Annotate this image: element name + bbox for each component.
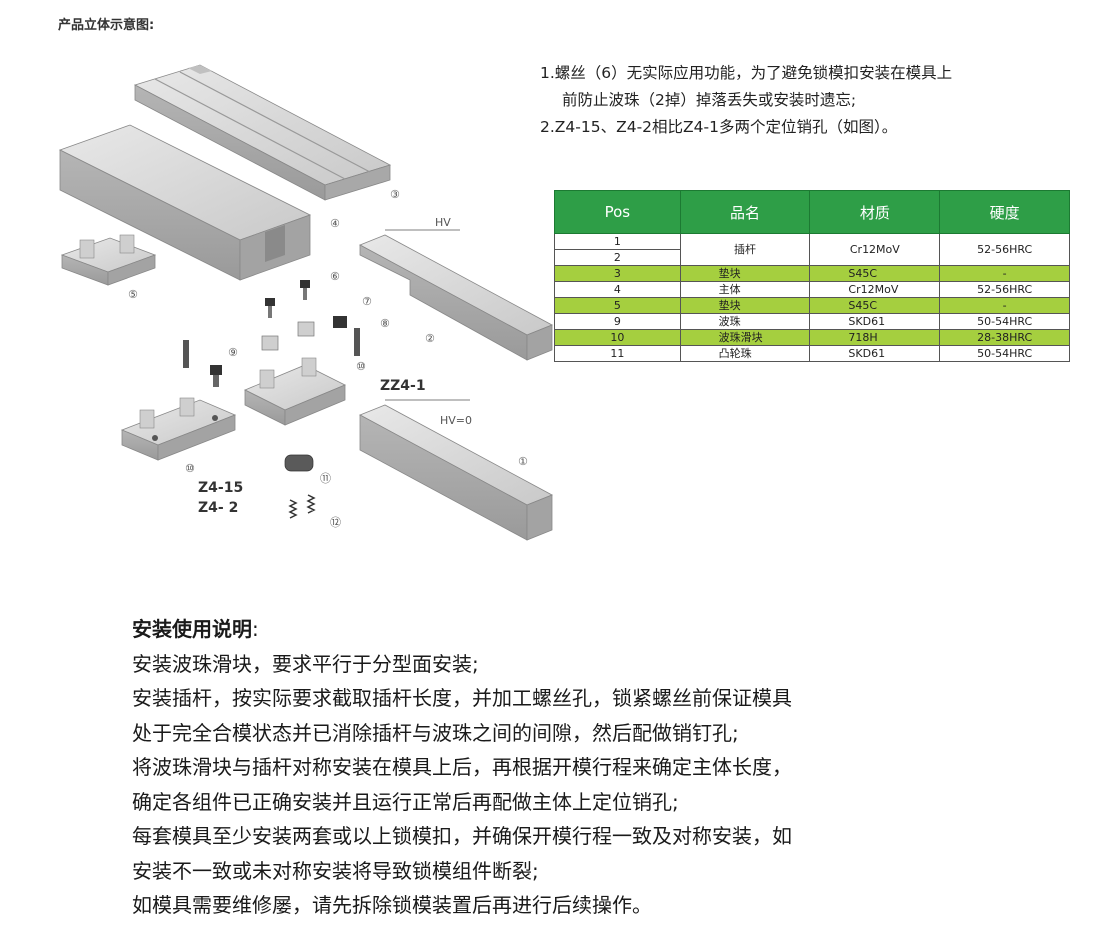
cell-pos: 3 bbox=[554, 265, 681, 282]
cell-name: 凸轮珠 bbox=[679, 345, 811, 362]
callout-7: ⑦ bbox=[362, 295, 372, 308]
callout-9: ⑨ bbox=[228, 346, 238, 359]
label-z42: Z4- 2 bbox=[198, 500, 238, 516]
cell-material: SKD61 bbox=[809, 313, 941, 330]
install-line-4: 将波珠滑块与插杆对称安装在模具上后，再根据开模行程来确定主体长度， bbox=[132, 755, 792, 779]
table-row: 11 凸轮珠 SKD61 50-54HRC bbox=[554, 345, 1070, 362]
callout-12: ⑫ bbox=[330, 516, 341, 529]
install-title: 安装使用说明 bbox=[132, 617, 252, 641]
cell-name: 插杆 bbox=[679, 233, 811, 266]
cell-material: SKD61 bbox=[809, 345, 941, 362]
cell-pos: 5 bbox=[554, 297, 681, 314]
cell-pos: 10 bbox=[554, 329, 681, 346]
callout-10a: ⑩ bbox=[356, 360, 366, 373]
table-row: 10 波珠滑块 718H 28-38HRC bbox=[554, 329, 1070, 346]
cell-pos: 1 bbox=[554, 233, 681, 250]
install-line-6: 每套模具至少安装两套或以上锁模扣，并确保开模行程一致及对称安装，如 bbox=[132, 824, 792, 848]
cell-name: 垫块 bbox=[679, 265, 811, 282]
part-11-cam-ball bbox=[284, 454, 314, 472]
cell-hardness: - bbox=[939, 265, 1070, 282]
cell-hardness: 50-54HRC bbox=[939, 313, 1070, 330]
table-row: 9 波珠 SKD61 50-54HRC bbox=[554, 313, 1070, 330]
cell-hardness: - bbox=[939, 297, 1070, 314]
callout-3: ③ bbox=[390, 188, 400, 201]
cell-hardness: 50-54HRC bbox=[939, 345, 1070, 362]
spec-table: Pos 品名 材质 硬度 1 插杆 Cr12MoV 52-56HRC 2 3 垫… bbox=[554, 190, 1070, 362]
install-instructions: 安装使用说明: 安装波珠滑块，要求平行于分型面安装; 安装插杆，按实际要求截取插… bbox=[132, 612, 1032, 923]
note-line-1: 1.螺丝（6）无实际应用功能，为了避免锁模扣安装在模具上 bbox=[540, 64, 953, 82]
cell-pos: 11 bbox=[554, 345, 681, 362]
install-line-7: 安装不一致或未对称安装将导致锁模组件断裂; bbox=[132, 858, 539, 883]
part-1-rod bbox=[359, 399, 553, 541]
part-9-ball-blocks bbox=[261, 321, 315, 351]
table-row: 4 主体 Cr12MoV 52-56HRC bbox=[554, 281, 1070, 298]
part-3-rail bbox=[133, 64, 392, 201]
cell-name: 主体 bbox=[679, 281, 811, 298]
label-hv0: HV=0 bbox=[440, 414, 472, 427]
cell-hardness: 28-38HRC bbox=[939, 329, 1070, 346]
section-title: 产品立体示意图: bbox=[58, 18, 155, 33]
cell-pos: 4 bbox=[554, 281, 681, 298]
cell-name: 波珠 bbox=[679, 313, 811, 330]
install-line-2: 安装插杆，按实际要求截取插杆长度，并加工螺丝孔，锁紧螺丝前保证模具 bbox=[132, 686, 792, 710]
callout-6: ⑥ bbox=[330, 270, 340, 283]
cell-material: S45C bbox=[809, 297, 941, 314]
cell-material: 718H bbox=[809, 329, 941, 346]
callout-5: ⑤ bbox=[128, 288, 138, 301]
cell-material: Cr12MoV bbox=[809, 281, 941, 298]
install-line-3: 处于完全合模状态并已消除插杆与波珠之间的间隙，然后配做销钉孔; bbox=[132, 720, 739, 745]
cell-name: 垫块 bbox=[679, 297, 811, 314]
cell-hardness: 52-56HRC bbox=[939, 281, 1070, 298]
header-material: 材质 bbox=[809, 190, 941, 234]
cell-hardness: 52-56HRC bbox=[939, 233, 1070, 266]
cell-pos: 9 bbox=[554, 313, 681, 330]
label-zz41: ZZ4-1 bbox=[380, 378, 426, 394]
notes: 1.螺丝（6）无实际应用功能，为了避免锁模扣安装在模具上 前防止波珠（2掉）掉落… bbox=[540, 60, 1090, 141]
screw-icons bbox=[183, 280, 360, 387]
part-4-main-body bbox=[58, 124, 312, 281]
header-name: 品名 bbox=[679, 190, 811, 234]
part-10-slider-z415 bbox=[120, 397, 237, 461]
label-hv: HV bbox=[435, 216, 451, 229]
cell-name: 波珠滑块 bbox=[679, 329, 811, 346]
install-title-line: 安装使用说明: bbox=[132, 612, 1032, 647]
install-line-5: 确定各组件已正确安装并且运行正常后再配做主体上定位销孔; bbox=[132, 789, 679, 814]
label-z415: Z4-15 bbox=[198, 480, 243, 496]
callout-4: ④ bbox=[330, 217, 340, 230]
part-10-slider-zz41 bbox=[244, 357, 346, 426]
cell-material: Cr12MoV bbox=[809, 233, 941, 266]
callout-2: ② bbox=[425, 332, 435, 345]
install-title-suffix: : bbox=[252, 617, 259, 641]
callout-1: ① bbox=[518, 455, 528, 468]
exploded-diagram: ③ ④ ⑤ ⑥ ⑦ ⑧ ⑨ ⑩ ZZ4-1 bbox=[58, 64, 553, 541]
note-line-3: 2.Z4-15、Z4-2相比Z4-1多两个定位销孔（如图）。 bbox=[540, 118, 898, 136]
install-line-8: 如模具需要维修屡，请先拆除锁模装置后再进行后续操作。 bbox=[132, 893, 652, 917]
callout-10b: ⑩ bbox=[185, 462, 195, 475]
part-12-springs bbox=[288, 494, 316, 519]
header-hardness: 硬度 bbox=[939, 190, 1070, 234]
note-line-2: 前防止波珠（2掉）掉落丢失或安装时遗忘; bbox=[562, 91, 857, 109]
part-2-rod bbox=[359, 229, 553, 361]
header-pos: Pos bbox=[554, 190, 681, 234]
callout-8: ⑧ bbox=[380, 317, 390, 330]
install-line-1: 安装波珠滑块，要求平行于分型面安装; bbox=[132, 651, 479, 676]
table-row: 3 垫块 S45C - bbox=[554, 265, 1070, 282]
table-row: 5 垫块 S45C - bbox=[554, 297, 1070, 314]
table-header-row: Pos 品名 材质 硬度 bbox=[554, 190, 1070, 234]
table-row: 1 插杆 Cr12MoV 52-56HRC bbox=[554, 233, 1070, 266]
part-5-spacer bbox=[60, 234, 157, 286]
callout-11: ⑪ bbox=[320, 472, 331, 485]
cell-material: S45C bbox=[809, 265, 941, 282]
cell-pos: 2 bbox=[554, 249, 681, 266]
